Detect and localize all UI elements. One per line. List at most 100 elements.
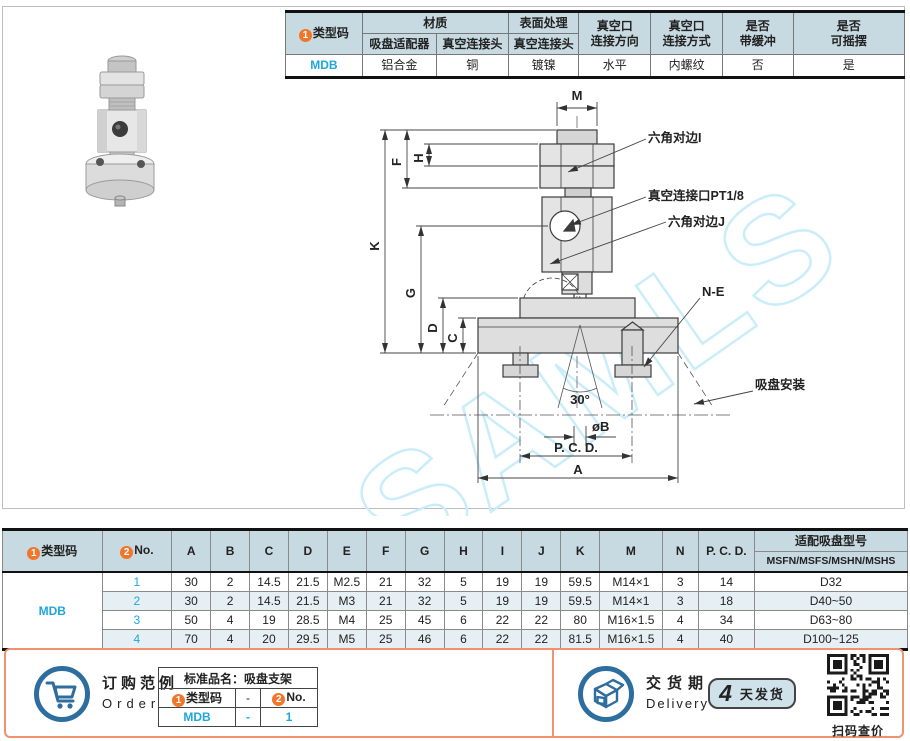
- spec-value: 4: [210, 629, 251, 650]
- badge-2-icon: 2: [272, 693, 286, 706]
- spec-no: 3: [101, 610, 173, 630]
- dim-label-k: K: [367, 241, 382, 251]
- col-header-material: 材质: [361, 11, 509, 34]
- spec-value: 34: [697, 610, 755, 630]
- technical-drawing: SAMLS: [325, 88, 871, 516]
- spec-col-e: E: [326, 529, 367, 573]
- spec-value: 81.5: [560, 629, 601, 650]
- construction-lines: [430, 324, 730, 463]
- spec-col-j: J: [521, 529, 562, 573]
- spec-value: 59.5: [560, 591, 601, 611]
- col-subheader-adapter: 吸盘适配器: [361, 33, 438, 55]
- spec-value: 19: [521, 591, 562, 611]
- spec-value: 3: [661, 571, 699, 592]
- spec-value: 20: [249, 629, 289, 650]
- cart-icon: [34, 666, 90, 722]
- spec-value: M16×1.5: [599, 610, 663, 630]
- spec-col-c: C: [249, 529, 289, 573]
- dim-label-ne: N-E: [702, 284, 725, 299]
- spec-value: 59.5: [560, 571, 601, 592]
- col-subheader-connector: 真空连接头: [436, 33, 509, 55]
- spec-value: 2: [210, 571, 251, 592]
- spec-type-code: MDB: [2, 571, 103, 650]
- order-title-en: Order: [102, 696, 161, 711]
- delivery-unit: 天发货: [739, 687, 785, 702]
- spec-col-k: K: [560, 529, 601, 573]
- type-code-value: MDB: [285, 54, 363, 78]
- qr-caption: 扫码查价: [831, 724, 884, 738]
- spec-value: 70: [171, 629, 212, 650]
- spec-value: 19: [521, 571, 562, 592]
- spec-no: 4: [101, 629, 173, 650]
- spec-value: 32: [404, 591, 445, 611]
- spec-col-model: 适配吸盘型号 MSFN/MSFS/MSHN/MSHS: [753, 529, 909, 573]
- dimension-lines: [380, 102, 679, 483]
- spec-value: 2: [210, 591, 251, 611]
- dim-label-h: H: [411, 153, 426, 162]
- col-header-port-method: 真空口 连接方式: [650, 11, 723, 55]
- spec-value: 45: [404, 610, 445, 630]
- callout-hex-i: 六角对边I: [648, 130, 701, 145]
- spec-value: 14: [697, 571, 755, 592]
- spec-col-d: D: [287, 529, 328, 573]
- col-header-surface: 表面处理: [507, 11, 580, 34]
- delivery-days: 4: [719, 680, 732, 706]
- spec-value: 22: [482, 610, 523, 630]
- badge-1-icon: 1: [27, 547, 41, 560]
- delivery-box-icon: [578, 666, 634, 722]
- order-dash-value: -: [235, 707, 261, 727]
- spec-value: 21.5: [287, 591, 328, 611]
- order-title-cn: 订购范例: [102, 675, 179, 692]
- spec-value: 28.5: [287, 610, 328, 630]
- spec-value: 22: [521, 610, 562, 630]
- col-subheader-surface-connector: 真空连接头: [507, 33, 580, 55]
- spec-value: 29.5: [287, 629, 328, 650]
- badge-1-icon: 1: [171, 694, 185, 707]
- spec-value: 30: [171, 571, 212, 592]
- spec-value: 19: [482, 591, 523, 611]
- delivery-title-cn: 交货期: [646, 675, 710, 692]
- spec-value: M16×1.5: [599, 629, 663, 650]
- spec-value: 4: [661, 629, 699, 650]
- spec-value: 22: [482, 629, 523, 650]
- dim-label-g: G: [403, 288, 418, 298]
- callout-labels: 六角对边I 真空连接口PT1/8 六角对边J 吸盘安装: [648, 130, 806, 392]
- spec-col-f: F: [365, 529, 406, 573]
- port-direction-value: 水平: [578, 54, 652, 78]
- spec-value: 40: [697, 629, 755, 650]
- order-no-value: 1: [260, 707, 318, 727]
- spec-col-pcd: P. C. D.: [697, 529, 755, 573]
- spec-value: 22: [521, 629, 562, 650]
- badge-1-icon: 1: [298, 28, 312, 42]
- spec-col-model-line1: 适配吸盘型号: [794, 533, 867, 548]
- order-product-name: 标准品名：吸盘支架: [158, 667, 318, 689]
- spec-value: 32: [404, 571, 445, 592]
- spec-value: 21: [365, 591, 406, 611]
- dimension-labels: M K F H G D C 30° øB P. C. D. A N-E: [367, 88, 725, 477]
- order-dash-header: -: [235, 688, 261, 708]
- spec-value: 80: [560, 610, 601, 630]
- spec-col-model-line2: MSFN/MSFS/MSHN/MSHS: [754, 550, 907, 571]
- spec-model: D63~80: [753, 610, 909, 630]
- spec-value: 19: [249, 610, 289, 630]
- dim-label-m: M: [572, 88, 583, 103]
- spec-value: M4: [326, 610, 367, 630]
- delivery-title-en: Delivery: [646, 696, 709, 711]
- spec-col-b: B: [210, 529, 251, 573]
- spec-value: 5: [443, 571, 484, 592]
- spec-col-g: G: [404, 529, 445, 573]
- swing-value: 是: [792, 54, 906, 78]
- callout-cup-mount: 吸盘安装: [755, 377, 806, 392]
- dim-label-ob: øB: [592, 419, 609, 434]
